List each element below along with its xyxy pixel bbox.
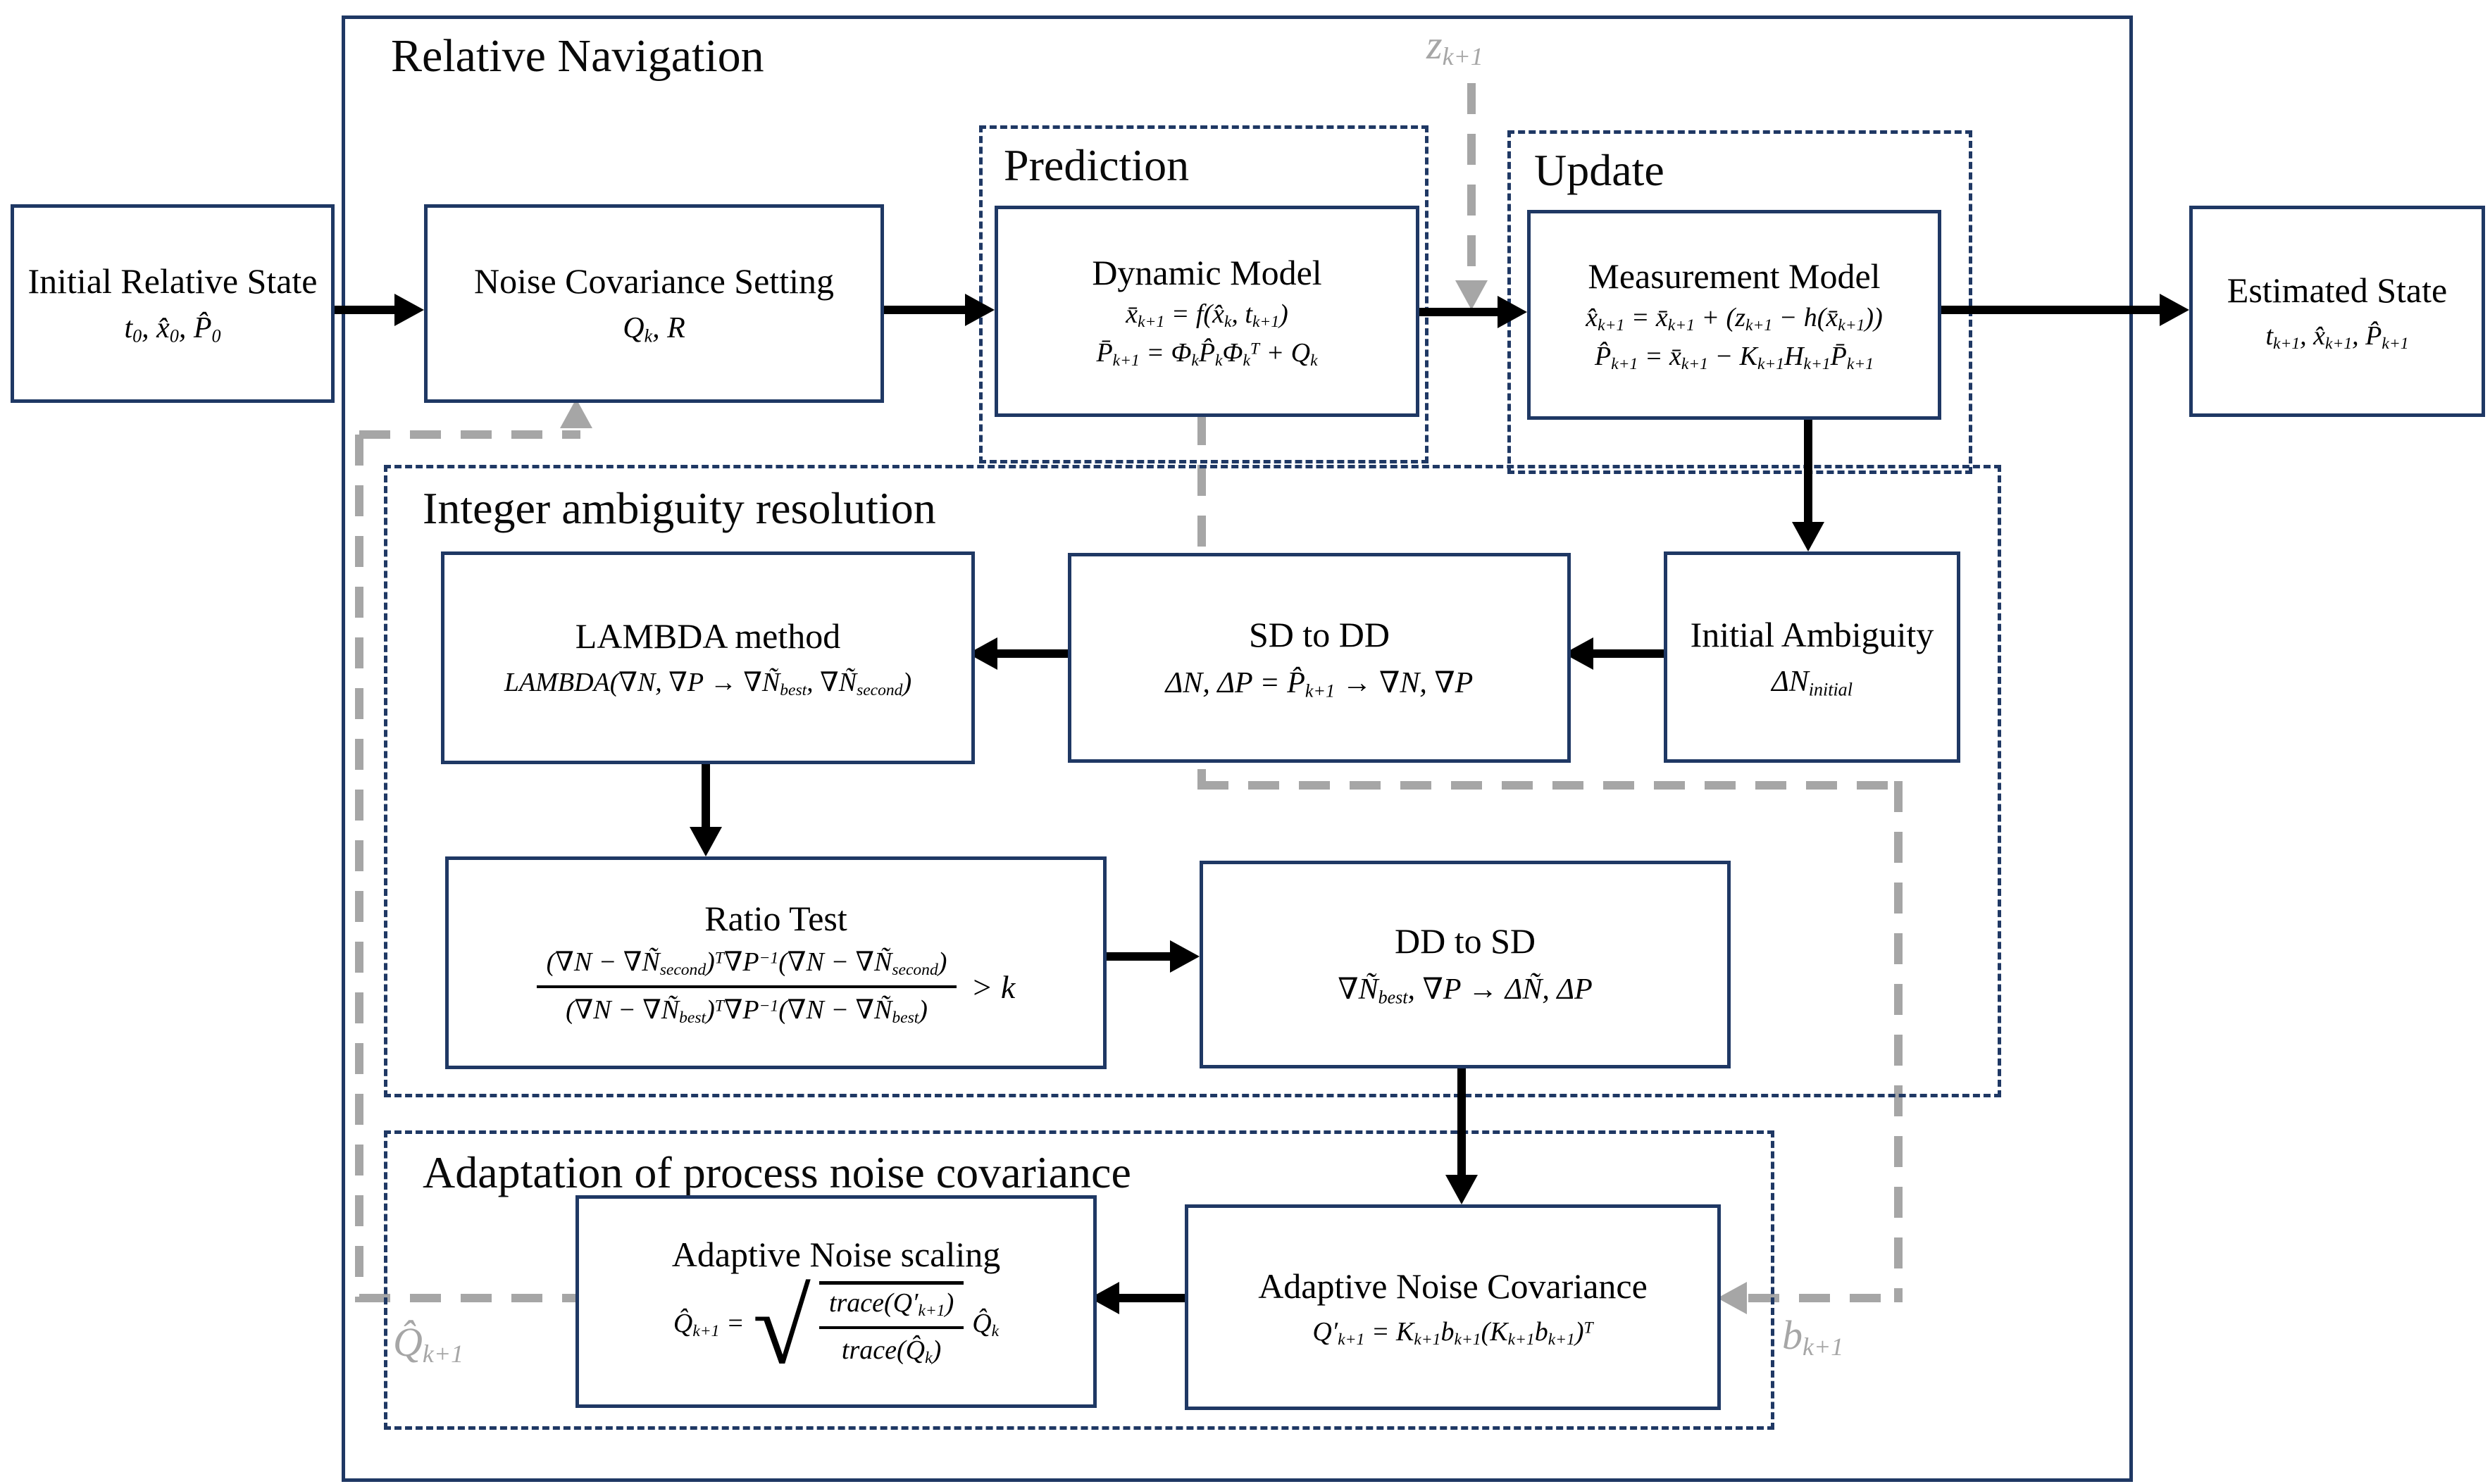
prediction-label: Prediction [1004,140,1190,190]
estimated-state-box: Estimated State tk+1, x̂k+1, P̂k+1 [2189,206,2485,417]
integer-ambiguity-frame [384,465,2001,1097]
z-signal-arrowhead [1455,280,1488,310]
b-signal-arrowhead [1717,1282,1747,1314]
arrow-covariance-to-scaling [1118,1294,1186,1302]
adaptive-noise-scaling-formula: Q̂k+1 = √ trace(Q′k+1) trace(Q̂k) Q̂k [673,1276,1000,1380]
q-feedback-arrowhead [560,399,592,428]
noise-covariance-setting-math: Qk, R [623,311,685,347]
arrow-lambda-to-ratio-head [690,827,722,856]
b-signal-label: bk+1 [1782,1312,1844,1361]
arrow-sd2dd-to-lambda [996,649,1068,658]
dd-to-sd-eq: ∇Ñbest, ∇P → ΔÑ, ΔP [1338,973,1593,1008]
z-signal-label: zk+1 [1426,22,1483,70]
b-signal-line-across [1197,781,1903,790]
arrow-dynamic-to-measurement-head [1498,296,1527,328]
noise-covariance-setting-title: Noise Covariance Setting [474,261,834,301]
sd-to-dd-box: SD to DD ΔN, ΔP = P̂k+1 → ∇N, ∇P [1068,553,1571,763]
arrow-measurement-to-initial-ambiguity [1804,413,1812,523]
arrow-initial-to-noise [328,306,398,314]
measurement-model-title: Measurement Model [1588,256,1881,297]
estimated-state-math: tk+1, x̂k+1, P̂k+1 [2265,320,2409,353]
initial-relative-state-box: Initial Relative State t0, x̂0, P̂0 [11,204,335,403]
adaptive-noise-scaling-title: Adaptive Noise scaling [671,1235,1001,1275]
adaptive-noise-scaling-lhs: Q̂k+1 = [673,1308,745,1340]
initial-ambiguity-title: Initial Ambiguity [1690,614,1934,654]
dynamic-model-eq1: x̄k+1 = f(x̂k, tk+1) [1126,299,1288,331]
ratio-test-numerator: (∇N − ∇Ñsecond)T∇P−1(∇N − ∇Ñsecond) [536,946,957,988]
adaptive-noise-covariance-eq: Q′k+1 = Kk+1bk+1(Kk+1bk+1)T [1312,1316,1593,1349]
arrow-dd2sd-to-covariance-head [1445,1175,1478,1204]
dynamic-model-title: Dynamic Model [1092,253,1322,293]
lambda-method-box: LAMBDA method LAMBDA(∇N, ∇P → ∇Ñbest, ∇Ñ… [441,551,975,764]
lambda-method-eq: LAMBDA(∇N, ∇P → ∇Ñbest, ∇Ñsecond) [504,668,912,699]
ratio-test-denominator: (∇N − ∇Ñbest)T∇P−1(∇N − ∇Ñbest) [566,995,928,1027]
noise-covariance-setting-box: Noise Covariance Setting Qk, R [424,204,884,403]
adaptive-noise-scaling-numerator: trace(Q′k+1) [818,1287,964,1329]
q-feedback-line-top [359,430,580,439]
arrow-ratio-to-dd2sd [1100,952,1171,961]
arrow-noise-to-dynamic-head [965,294,995,326]
b-signal-line-down-right [1894,781,1903,1302]
q-feedback-line-bottom [359,1294,575,1302]
initial-relative-state-math: t0, x̂0, P̂0 [124,311,221,347]
adaptive-noise-scaling-radicand: trace(Q′k+1) trace(Q̂k) [818,1280,964,1368]
ratio-test-box: Ratio Test (∇N − ∇Ñsecond)T∇P−1(∇N − ∇Ñs… [445,856,1107,1069]
relative-navigation-frame [342,15,2133,1482]
adaptation-label: Adaptation of process noise covariance [423,1147,1131,1197]
sd-to-dd-title: SD to DD [1248,614,1390,654]
q-signal-label: Q̂k+1 [393,1319,464,1368]
arrow-measurement-to-estimated-head [2160,294,2189,326]
adaptive-noise-scaling-denominator: trace(Q̂k) [841,1335,942,1367]
arrow-lambda-to-ratio [702,757,710,828]
initial-relative-state-title: Initial Relative State [27,261,318,301]
adaptive-noise-covariance-box: Adaptive Noise Covariance Q′k+1 = Kk+1bk… [1185,1204,1721,1410]
initial-ambiguity-eq: ΔNinitial [1772,665,1853,700]
dynamic-model-box: Dynamic Model x̄k+1 = f(x̂k, tk+1) P̄k+1… [995,206,1419,417]
measurement-model-eq1: x̂k+1 = x̄k+1 + (zk+1 − h(x̄k+1)) [1586,303,1883,335]
adaptive-noise-scaling-tail: Q̂k [972,1308,1000,1340]
ratio-test-threshold: > k [971,968,1016,1005]
integer-ambiguity-label: Integer ambiguity resolution [423,483,936,533]
initial-ambiguity-box: Initial Ambiguity ΔNinitial [1664,551,1960,763]
adaptive-noise-scaling-box: Adaptive Noise scaling Q̂k+1 = √ trace(Q… [575,1195,1097,1408]
arrow-measurement-to-initial-ambiguity-head [1792,522,1824,551]
b-signal-line-into-covariance [1748,1294,1898,1302]
ratio-test-title: Ratio Test [704,899,847,939]
arrow-noise-to-dynamic [877,306,969,314]
arrow-initial-to-noise-head [394,294,424,326]
radical-sign: √ [752,1269,811,1387]
update-label: Update [1534,145,1664,195]
dynamic-model-eq2: P̄k+1 = ΦkP̂kΦkT + Qk [1096,338,1318,370]
ratio-test-formula: (∇N − ∇Ñsecond)T∇P−1(∇N − ∇Ñsecond) (∇N … [536,946,1016,1028]
measurement-model-eq2: P̂k+1 = x̄k+1 − Kk+1Hk+1P̄k+1 [1594,342,1874,373]
z-signal-line [1467,83,1476,285]
adaptive-noise-covariance-title: Adaptive Noise Covariance [1258,1266,1648,1306]
arrow-measurement-to-estimated [1934,306,2161,314]
sd-to-dd-eq: ΔN, ΔP = P̂k+1 → ∇N, ∇P [1165,666,1474,702]
adaptation-frame [384,1130,1774,1430]
arrow-initial-ambiguity-to-sd2dd [1592,649,1664,658]
adaptive-noise-scaling-fraction: trace(Q′k+1) trace(Q̂k) [818,1287,964,1368]
arrow-dd2sd-to-covariance [1457,1061,1466,1176]
lambda-method-title: LAMBDA method [575,616,841,656]
q-feedback-line-left [355,435,363,1302]
estimated-state-title: Estimated State [2227,270,2448,310]
dd-to-sd-title: DD to SD [1394,921,1536,961]
measurement-model-box: Measurement Model x̂k+1 = x̄k+1 + (zk+1 … [1527,210,1941,420]
ratio-test-fraction: (∇N − ∇Ñsecond)T∇P−1(∇N − ∇Ñsecond) (∇N … [536,946,957,1028]
relative-navigation-title: Relative Navigation [391,30,764,82]
arrow-dynamic-to-measurement [1412,308,1500,316]
arrow-ratio-to-dd2sd-head [1170,940,1200,973]
dd-to-sd-box: DD to SD ∇Ñbest, ∇P → ΔÑ, ΔP [1200,861,1731,1068]
